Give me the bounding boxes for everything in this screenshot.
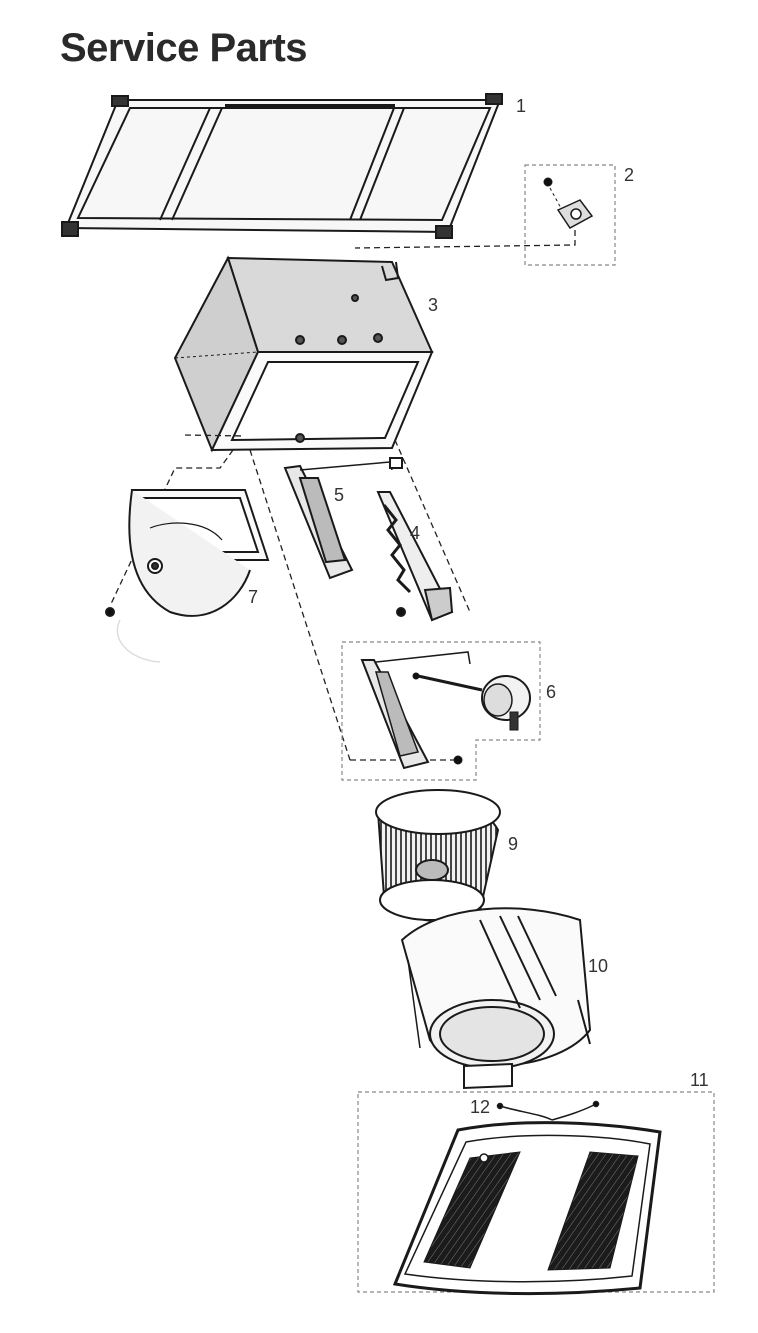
page-title: Service Parts: [60, 26, 308, 70]
wiring-bracket: [376, 491, 454, 622]
blower-scroll-housing: [400, 907, 592, 1090]
bracket-kit: [524, 164, 616, 266]
callout-5: 5: [334, 485, 345, 505]
mounting-springs: [496, 1100, 600, 1121]
grille-kit: [357, 1091, 715, 1296]
duct-connector: [105, 489, 270, 617]
motor-kit: [341, 641, 541, 781]
callout-7: 7: [248, 587, 259, 607]
leader-2-3: [354, 230, 576, 249]
callout-12: 12: [470, 1097, 491, 1117]
blower-wheel: [375, 789, 501, 923]
callout-6: 6: [546, 682, 557, 702]
callout-2: 2: [624, 165, 635, 185]
motor-plate: [283, 457, 403, 580]
mounting-frame: [61, 93, 503, 239]
callout-3: 3: [428, 295, 439, 315]
callout-4: 4: [410, 523, 421, 543]
housing-box: [173, 255, 434, 453]
callout-10: 10: [588, 956, 609, 976]
callout-9: 9: [508, 834, 519, 854]
callout-1: 1: [516, 96, 527, 116]
callout-11: 11: [690, 1070, 709, 1090]
